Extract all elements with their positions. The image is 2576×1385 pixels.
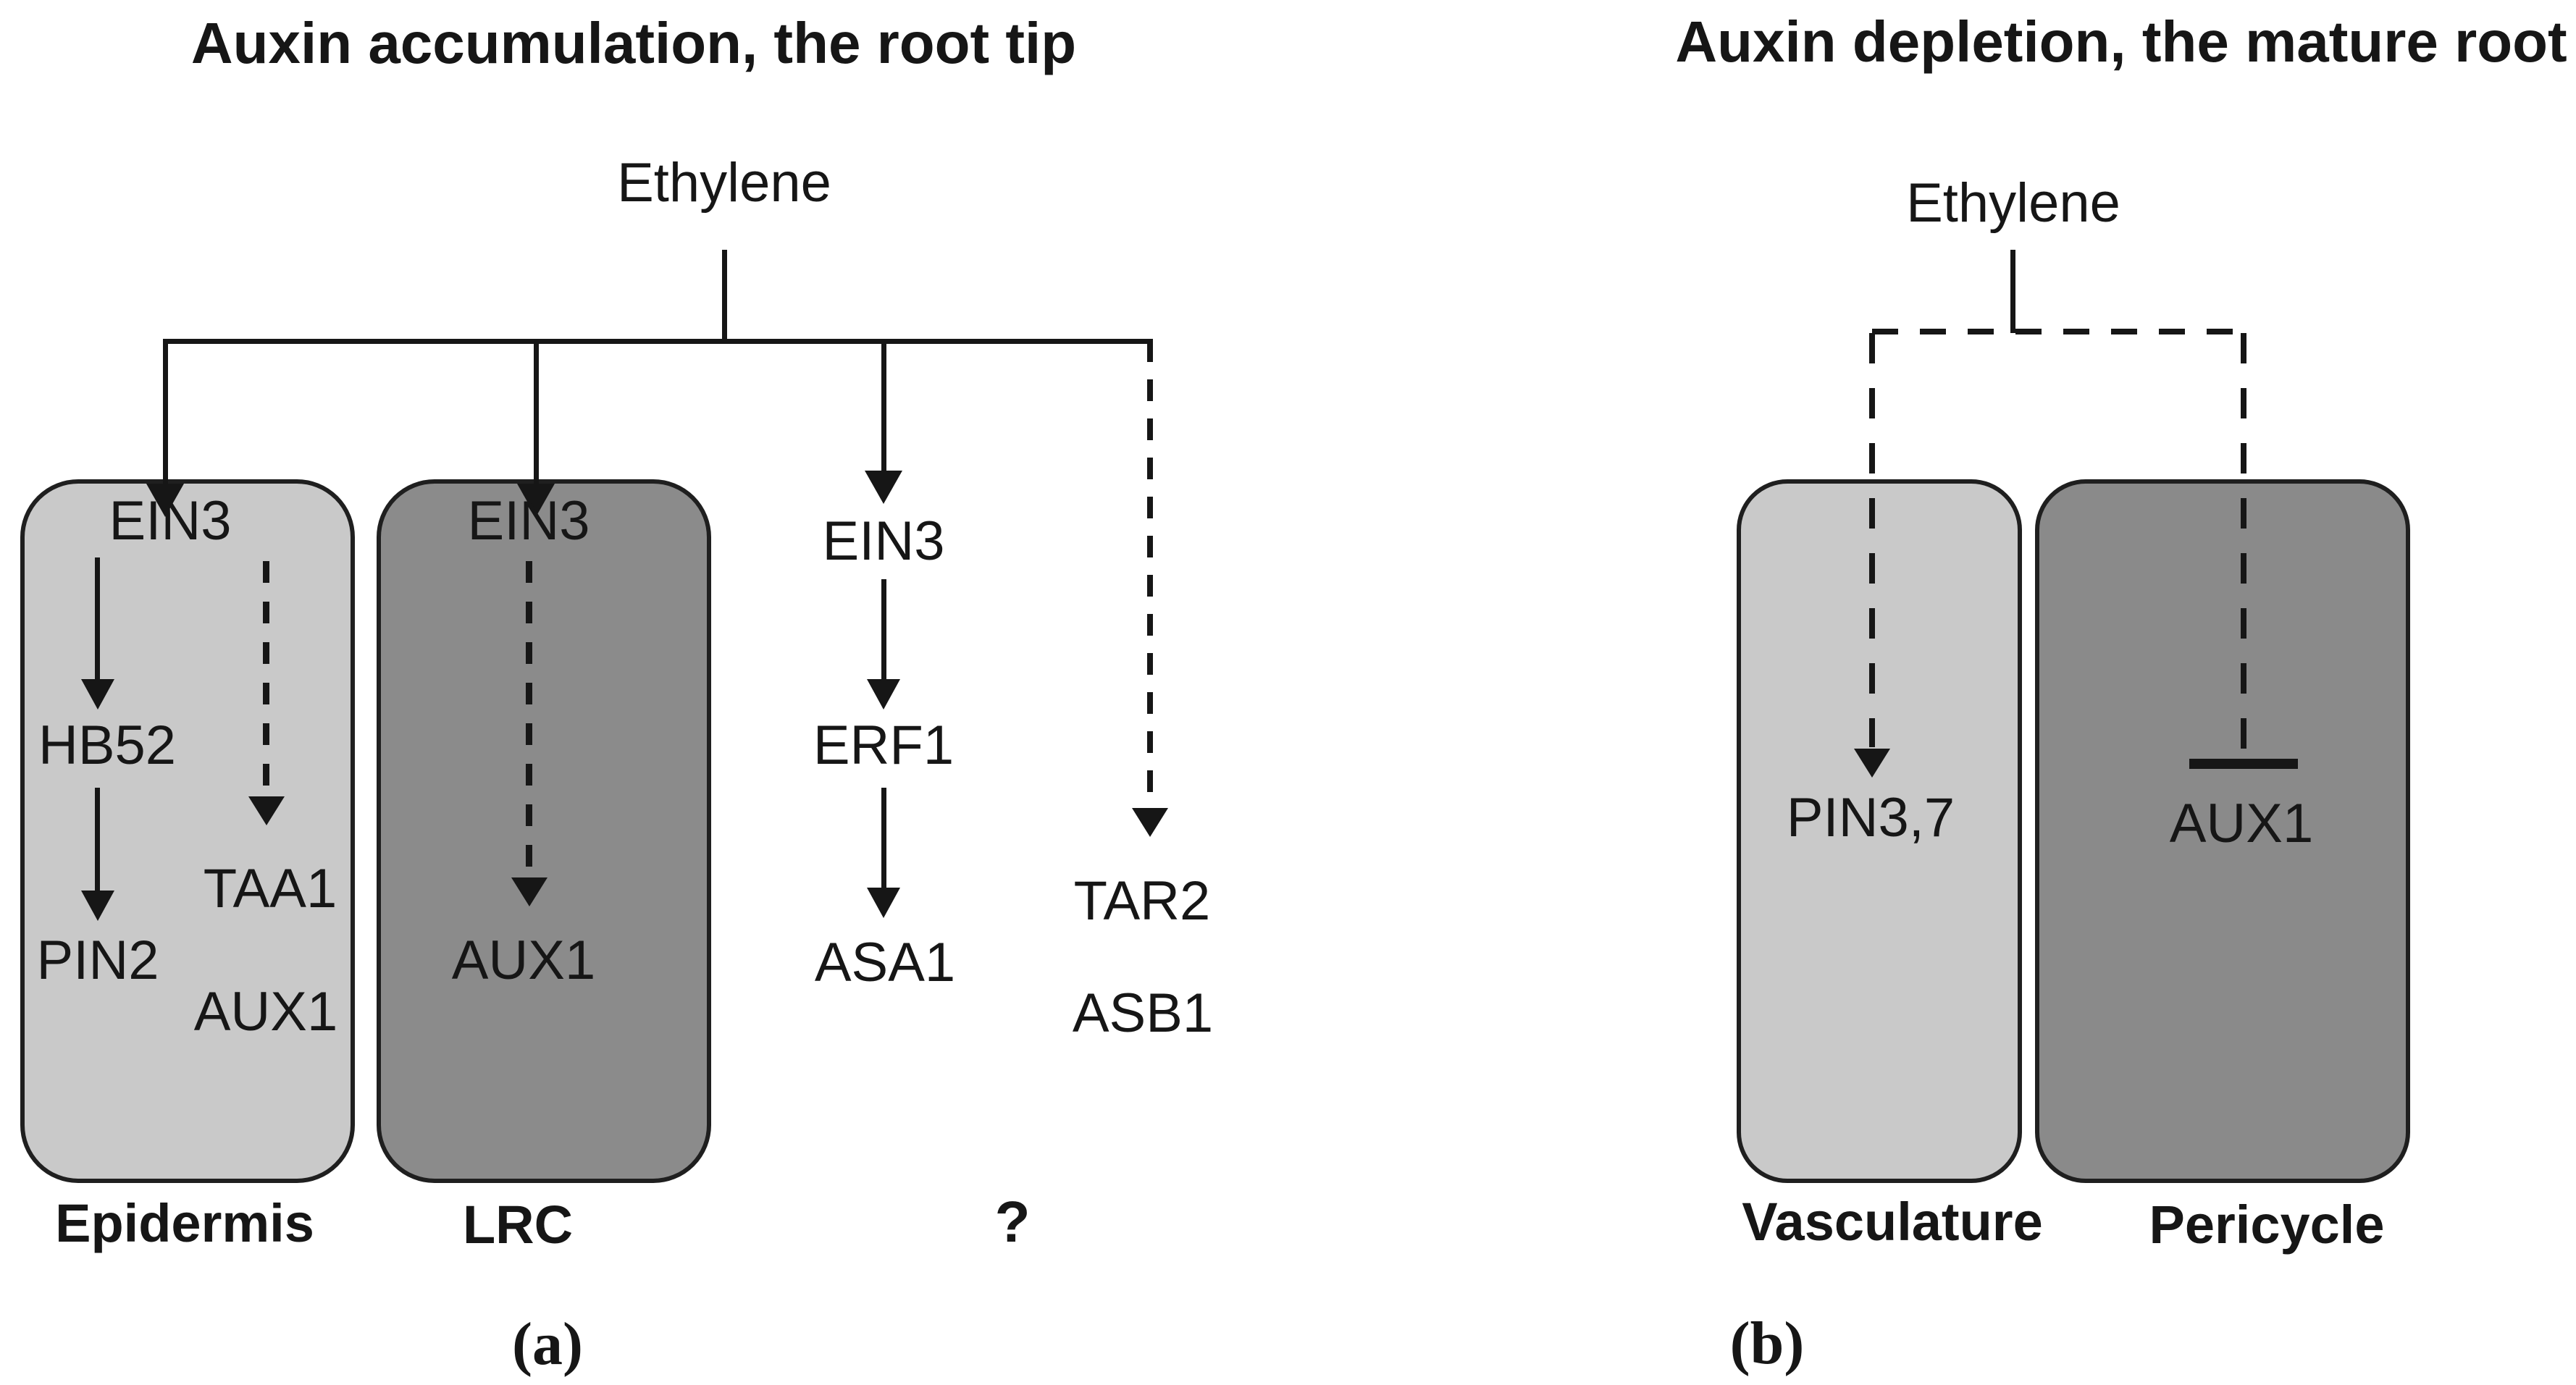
arrow-ethylene-to-epidermis-shaft <box>163 339 168 487</box>
arrow-hb52-to-pin2-head <box>81 891 114 921</box>
arrow-ein3-to-hb52-head <box>81 679 114 710</box>
pathway4-node-asb1: ASB1 <box>1072 982 1214 1044</box>
pericycle-cell-box <box>2035 479 2410 1183</box>
lrc-cell-label: LRC <box>462 1195 574 1255</box>
panel-b-letter: (b) <box>1729 1310 1805 1377</box>
epidermis-cell-box <box>20 479 355 1183</box>
arrow-ethylene-to-ein3-shaft <box>881 339 886 473</box>
lrc-node-ein3: EIN3 <box>467 490 590 552</box>
ethylene-stem-line-a <box>722 250 727 342</box>
arrow-ethylene-to-lrc-head <box>517 484 555 517</box>
pathway3-node-asa1: ASA1 <box>814 932 956 993</box>
panel-b-ethylene-label: Ethylene <box>1906 172 2120 234</box>
dashed-arrow-ethylene-to-tar2-head <box>1132 808 1168 837</box>
arrow-ethylene-to-ein3-head <box>865 471 902 504</box>
dashed-arrow-ein3-to-taa1-shaft <box>263 561 269 796</box>
unknown-cell-question-mark: ? <box>994 1190 1031 1254</box>
vasculature-cell-label: Vasculature <box>1742 1192 2043 1252</box>
panel-a-ethylene-label: Ethylene <box>617 152 831 214</box>
lrc-cell-box <box>377 479 711 1183</box>
arrow-ethylene-to-lrc-shaft <box>534 339 539 487</box>
arrow-ein3-to-hb52-shaft <box>95 557 100 682</box>
epidermis-node-pin2: PIN2 <box>36 930 159 991</box>
epidermis-node-hb52: HB52 <box>38 715 177 776</box>
lrc-node-aux1: AUX1 <box>451 930 596 991</box>
panel-a-title: Auxin accumulation, the root tip <box>190 11 1077 75</box>
dashed-arrow-ethylene-to-pin37-head <box>1854 749 1890 778</box>
dashed-arrow-ethylene-to-pin37-shaft <box>1869 333 1875 747</box>
panel-b-title: Auxin depletion, the mature root <box>1675 9 2567 74</box>
ethylene-stem-line-b <box>2010 250 2015 333</box>
inhibition-bar <box>2189 759 2298 769</box>
pathway3-node-erf1: ERF1 <box>813 715 955 776</box>
dashed-arrow-ein3-to-aux1-lrc-shaft <box>526 561 532 877</box>
arrow-erf1-to-asa1-shaft <box>881 788 886 891</box>
arrow-erf1-to-asa1-head <box>867 888 900 918</box>
arrow-hb52-to-pin2-shaft <box>95 788 100 893</box>
arrow-ein3-to-erf1-shaft <box>881 579 886 682</box>
branch-line-a <box>165 339 1153 344</box>
epidermis-node-ein3: EIN3 <box>109 490 232 552</box>
epidermis-node-aux1: AUX1 <box>193 981 338 1043</box>
dashed-arrow-ein3-to-taa1-head <box>248 796 285 825</box>
vasculature-node-pin37: PIN3,7 <box>1786 787 1955 849</box>
epidermis-node-taa1: TAA1 <box>203 858 337 919</box>
pathway4-node-tar2: TAR2 <box>1073 870 1211 932</box>
arrow-ein3-to-erf1-head <box>867 679 900 710</box>
panel-a-letter: (a) <box>512 1310 583 1378</box>
dashed-arrow-ein3-to-aux1-lrc-head <box>511 877 547 906</box>
arrow-ethylene-to-epidermis-head <box>146 484 184 517</box>
pericycle-node-aux1: AUX1 <box>2169 793 2314 854</box>
pericycle-cell-label: Pericycle <box>2149 1195 2385 1255</box>
dashed-inhibition-ethylene-to-aux1-shaft <box>2241 333 2246 756</box>
dashed-arrow-ethylene-to-tar2-shaft <box>1147 340 1153 807</box>
dashed-branch-line-b <box>1872 329 2246 334</box>
vasculature-cell-box <box>1737 479 2022 1183</box>
pathway3-node-ein3: EIN3 <box>822 510 945 572</box>
epidermis-cell-label: Epidermis <box>55 1193 314 1253</box>
